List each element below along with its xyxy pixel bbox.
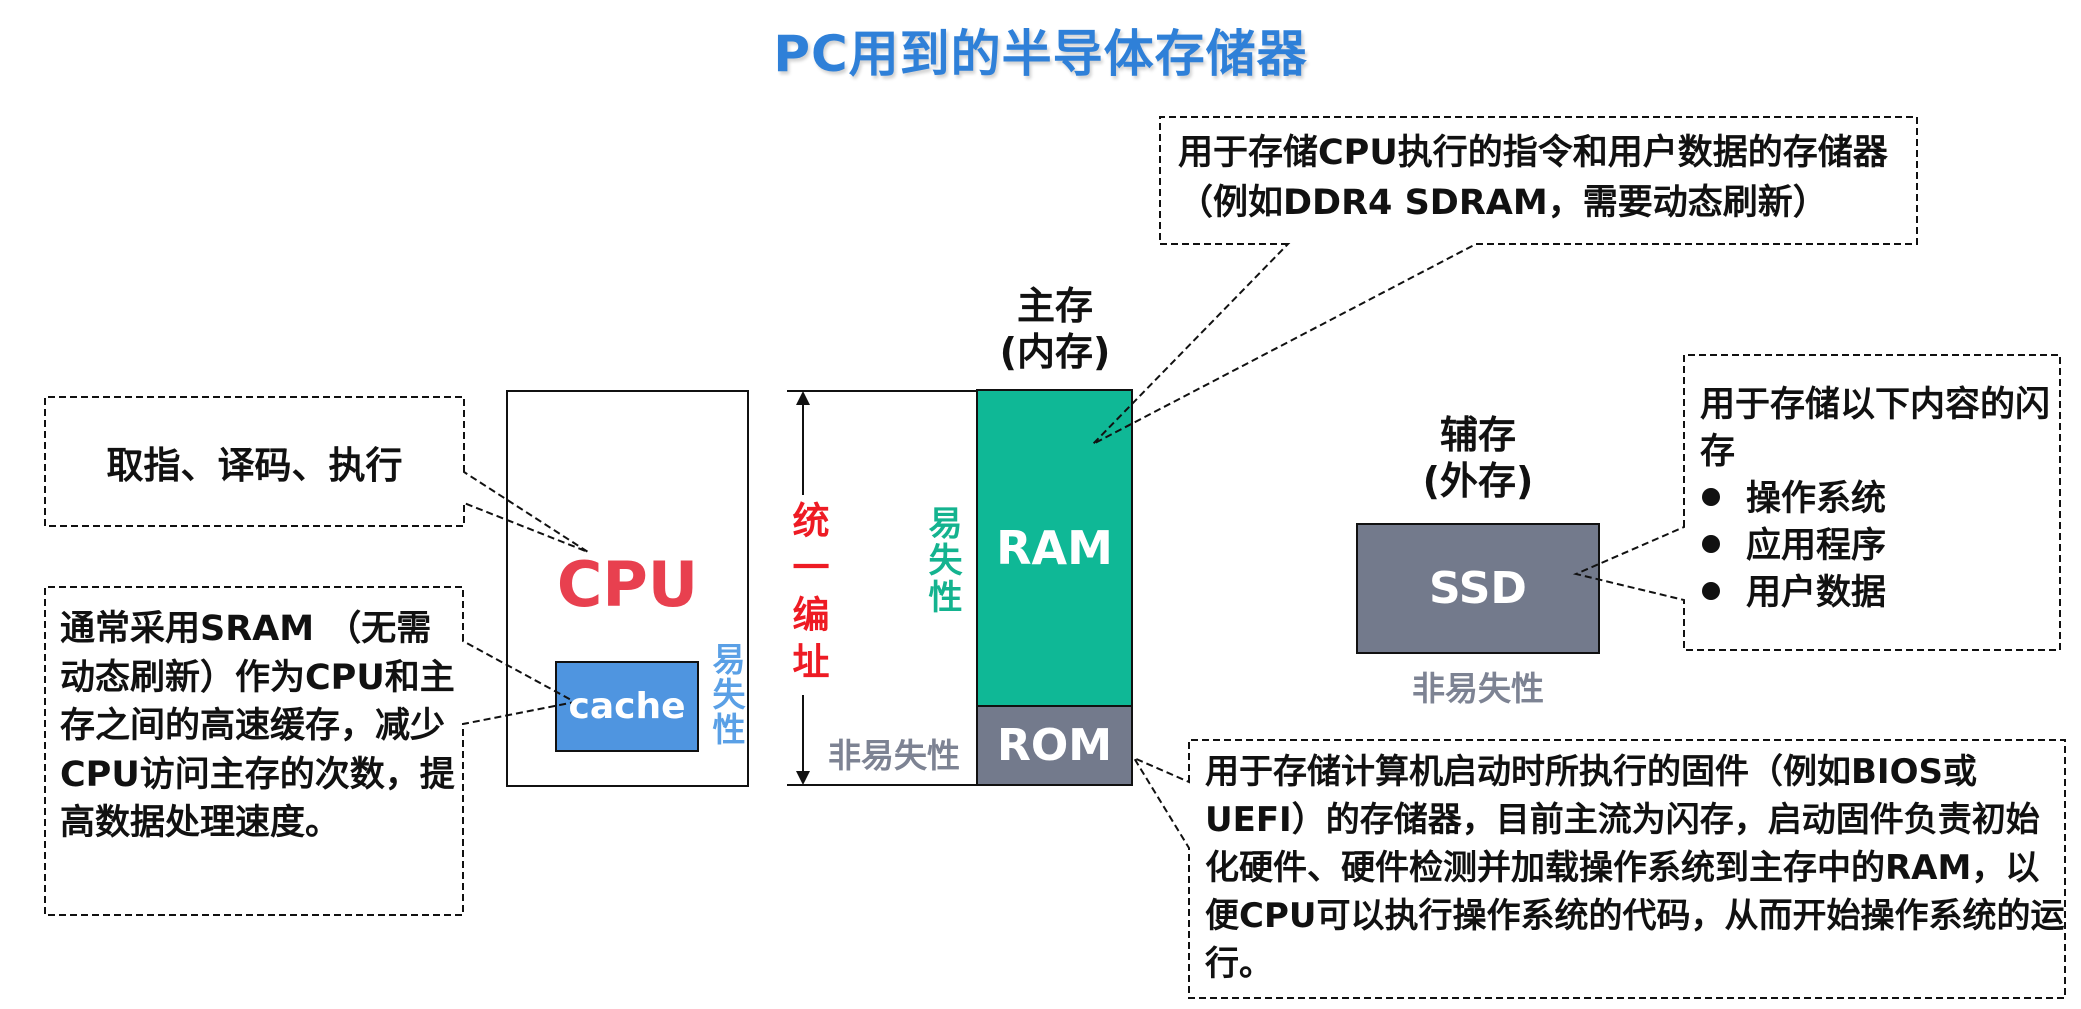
cache-box xyxy=(555,661,699,752)
callout-ssd-item: 应用程序 xyxy=(1700,523,2060,570)
cpu-label: CPU xyxy=(556,548,699,621)
ram-volatility-label: 易失性 xyxy=(922,505,962,616)
aux-memory-heading: 辅存 (外存) xyxy=(1378,412,1578,504)
callout-rom-text: 用于存储计算机启动时所执行的固件（例如BIOS或UEFI）的存储器，目前主流为闪… xyxy=(1205,752,2065,984)
ssd-volatility-label: 非易失性 xyxy=(1412,669,1544,708)
aux-memory-heading-line1: 辅存 xyxy=(1439,413,1516,457)
page-title: PC用到的半导体存储器 xyxy=(773,25,1308,83)
main-memory-heading-line1: 主存 xyxy=(1016,284,1093,328)
cache-volatility-label: 易失性 xyxy=(707,642,746,747)
callout-cache-outline xyxy=(44,586,578,916)
ssd-label: SSD xyxy=(1429,563,1527,614)
rom-label: ROM xyxy=(996,720,1113,771)
rom-block xyxy=(976,705,1133,786)
bullet-icon xyxy=(1702,535,1720,553)
bullet-icon xyxy=(1702,488,1720,506)
bullet-icon xyxy=(1702,582,1720,600)
callout-ram-outline xyxy=(1092,116,1918,445)
callout-ssd-item: 用户数据 xyxy=(1700,570,2060,617)
callout-ssd-item-text: 用户数据 xyxy=(1746,573,1887,613)
ram-label: RAM xyxy=(996,521,1113,575)
callout-ssd-item-text: 应用程序 xyxy=(1746,526,1887,566)
main-memory-heading: 主存 (内存) xyxy=(955,283,1155,375)
callout-ssd-item: 操作系统 xyxy=(1700,476,2060,523)
callout-cpu-function-text: 取指、译码、执行 xyxy=(106,443,403,487)
callout-ssd-item-text: 操作系统 xyxy=(1746,479,1887,519)
callout-ssd-outline xyxy=(1572,354,2061,651)
main-memory-heading-line2: (内存) xyxy=(999,330,1111,374)
callout-cpu-function-outline xyxy=(44,396,589,553)
aux-memory-heading-line2: (外存) xyxy=(1422,459,1534,503)
unified-address-label: 统一编址 xyxy=(780,495,834,695)
rom-volatility-label: 非易失性 xyxy=(828,736,960,775)
callout-ssd-text: 用于存储以下内容的闪存 操作系统 应用程序 用户数据 xyxy=(1700,382,2060,617)
cache-label: cache xyxy=(568,686,686,727)
ssd-block xyxy=(1356,523,1600,654)
callout-ram-text: 用于存储CPU执行的指令和用户数据的存储器（例如DDR4 SDRAM，需要动态刷… xyxy=(1178,133,1888,223)
ram-block xyxy=(976,389,1133,707)
callout-ssd-intro: 用于存储以下内容的闪存 xyxy=(1700,385,2051,472)
callout-cache-text: 通常采用SRAM （无需动态刷新）作为CPU和主存之间的高速缓存，减少CPU访问… xyxy=(60,609,455,843)
callout-rom-outline xyxy=(1131,739,2066,999)
